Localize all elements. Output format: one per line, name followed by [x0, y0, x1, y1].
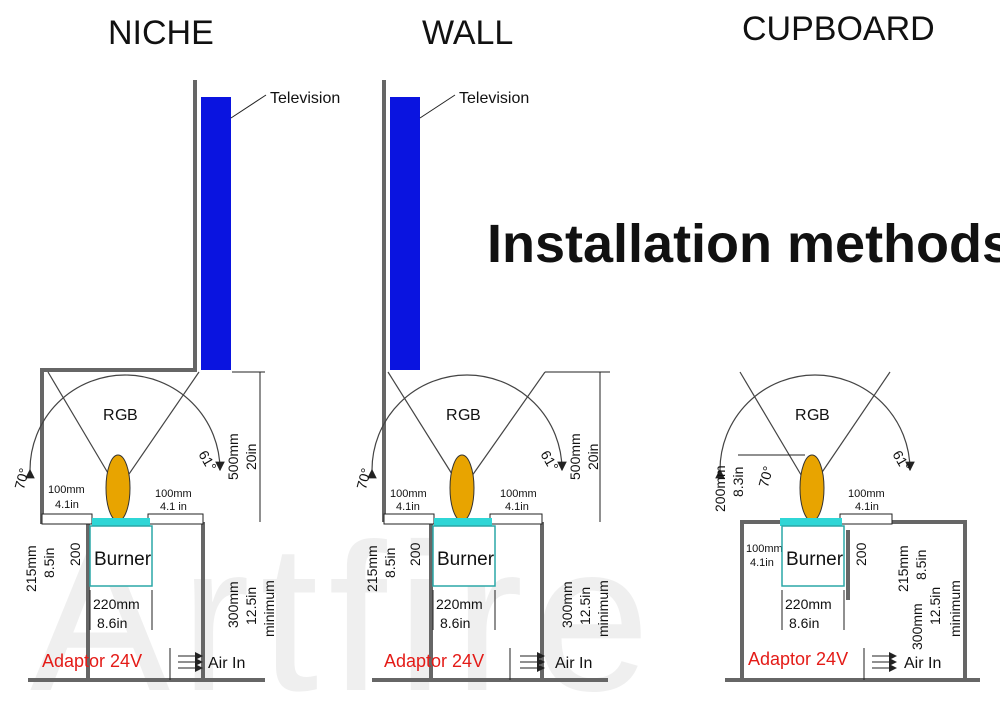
cupboard-air-in-label: Air In — [904, 655, 941, 672]
cupboard-rgb-b: B — [819, 407, 830, 424]
wall-rgb-b: B — [470, 407, 481, 424]
wall-min-mm: 300mm — [559, 581, 575, 628]
wall-television-label: Television — [459, 90, 529, 107]
niche-depth-in: 8.5in — [41, 548, 57, 578]
niche-width-in: 8.6in — [97, 615, 127, 631]
cupboard-min-word: minimum — [947, 580, 963, 637]
cupboard-width-mm: 220mm — [785, 596, 832, 612]
niche-rgb-r: R — [103, 407, 115, 424]
wall-width-mm: 220mm — [436, 596, 483, 612]
wall-side-left-mm: 100mm — [390, 488, 427, 500]
niche-tv-clear-in: 20in — [243, 444, 259, 470]
niche-side-right-in: 4.1 in — [160, 501, 187, 513]
niche-burner-box — [89, 525, 153, 587]
wall-air-in-label: Air In — [555, 655, 592, 672]
cupboard-burner-height: 200 — [853, 542, 869, 566]
cupboard-clear-in: 8.3in — [730, 467, 746, 497]
cupboard-angle-left: 70° — [755, 464, 776, 489]
wall-burner-top — [434, 518, 492, 526]
cupboard-min-in: 12.5in — [927, 587, 943, 625]
niche-air-in-label: Air In — [208, 655, 245, 672]
niche-burner-height: 200 — [67, 542, 83, 566]
main-title: Installation methods — [487, 214, 1000, 274]
wall-width-in: 8.6in — [440, 615, 470, 631]
wall-burner-label: Burner — [437, 549, 495, 570]
niche-tv-clear-mm: 500mm — [225, 433, 241, 480]
cupboard-rgb-r: R — [795, 407, 807, 424]
niche-angle-left: 70° — [11, 466, 32, 491]
header-niche: NICHE — [108, 14, 214, 52]
header-cupboard: CUPBOARD — [742, 10, 935, 48]
cupboard-depth-in: 8.5in — [913, 550, 929, 580]
header-wall: WALL — [422, 14, 513, 52]
wall-rgb-r: R — [446, 407, 458, 424]
niche-television-label: Television — [270, 90, 340, 107]
niche-width-mm: 220mm — [93, 596, 140, 612]
wall-min-word: minimum — [595, 580, 611, 637]
cupboard-adaptor-label: Adaptor 24V — [748, 649, 848, 669]
niche-burner-top — [92, 518, 150, 526]
wall-rgb-g: G — [458, 407, 470, 424]
wall-television — [390, 97, 420, 370]
wall-flame — [449, 454, 475, 522]
wall-side-left-in: 4.1in — [396, 501, 420, 513]
niche-min-in: 12.5in — [243, 587, 259, 625]
niche-diagram: Television 70° 61° R G B 100mm 4.1in 100… — [11, 80, 340, 682]
wall-depth-mm: 215mm — [364, 545, 380, 592]
cupboard-depth-mm: 215mm — [895, 545, 911, 592]
niche-rgb-g: G — [115, 407, 127, 424]
cupboard-width-in: 8.6in — [789, 615, 819, 631]
cupboard-side-left-mm: 100mm — [746, 543, 783, 555]
cupboard-side-left-in: 4.1in — [750, 557, 774, 569]
cupboard-min-mm: 300mm — [909, 603, 925, 650]
niche-angle-right: 61° — [195, 447, 219, 473]
wall-side-right-mm: 100mm — [500, 488, 537, 500]
cupboard-burner-top — [780, 518, 842, 526]
cupboard-burner-label: Burner — [786, 549, 844, 570]
cupboard-rgb-g: G — [807, 407, 819, 424]
niche-rgb-b: B — [127, 407, 138, 424]
wall-tv-clear-mm: 500mm — [567, 433, 583, 480]
niche-burner-label: Burner — [94, 549, 152, 570]
niche-min-word: minimum — [261, 580, 277, 637]
cupboard-clear-mm: 200mm — [712, 465, 728, 512]
wall-angle-right: 61° — [537, 447, 561, 473]
wall-burner-height: 200 — [407, 542, 423, 566]
niche-side-right-mm: 100mm — [155, 488, 192, 500]
cupboard-side-right-in: 4.1in — [855, 501, 879, 513]
wall-burner-box — [432, 525, 496, 587]
niche-min-mm: 300mm — [225, 581, 241, 628]
wall-angle-left: 70° — [353, 466, 374, 491]
cupboard-side-right-mm: 100mm — [848, 488, 885, 500]
wall-depth-in: 8.5in — [382, 548, 398, 578]
cupboard-burner-box — [781, 525, 845, 587]
niche-side-left-mm: 100mm — [48, 484, 85, 496]
wall-diagram: Television 70° 61° R G B 100mm 4.1in 100… — [353, 80, 611, 682]
cupboard-flame — [799, 454, 825, 522]
niche-adaptor-label: Adaptor 24V — [42, 651, 142, 671]
niche-television — [201, 97, 231, 370]
niche-side-left-in: 4.1in — [55, 499, 79, 511]
wall-min-in: 12.5in — [577, 587, 593, 625]
wall-adaptor-label: Adaptor 24V — [384, 651, 484, 671]
niche-depth-mm: 215mm — [23, 545, 39, 592]
wall-side-right-in: 4.1in — [505, 501, 529, 513]
wall-tv-clear-in: 20in — [585, 444, 601, 470]
cupboard-diagram: 70° 61° R G B 200mm 8.3in 100mm 4.1in 10… — [712, 371, 980, 682]
niche-flame — [105, 454, 131, 522]
